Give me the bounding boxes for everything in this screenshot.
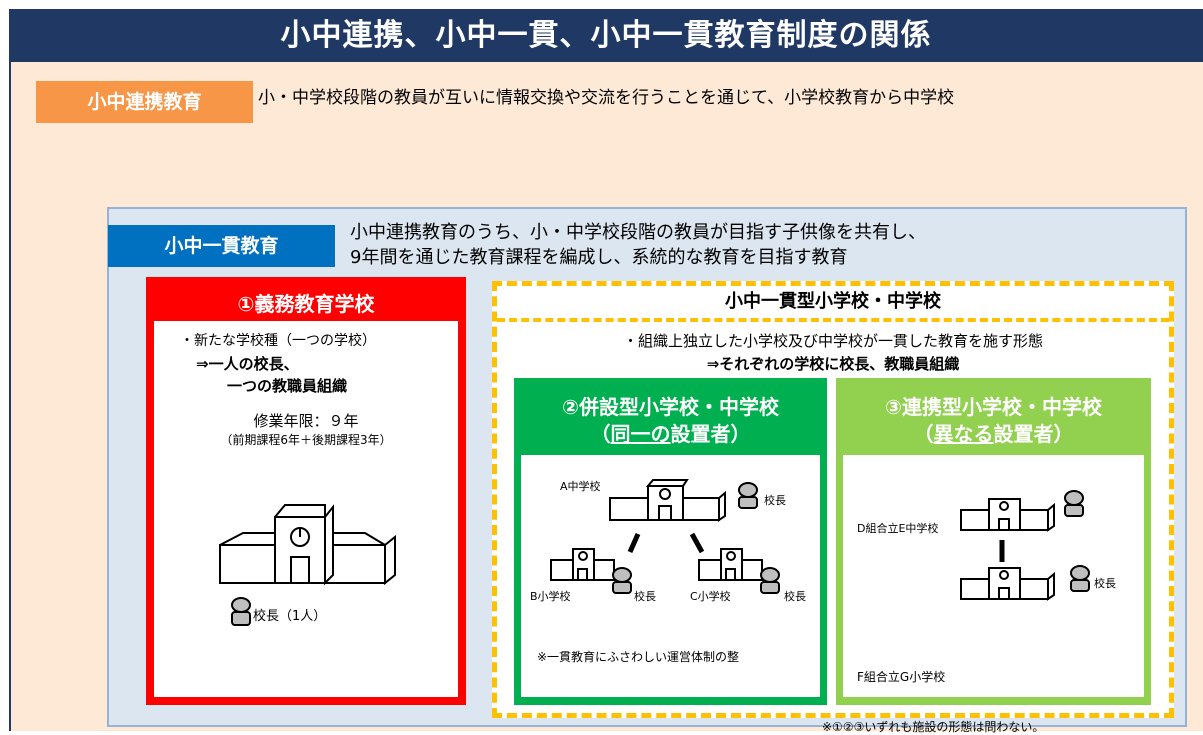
school-g-building-icon [960, 567, 1055, 601]
ikkan-gata-divider [497, 318, 1169, 322]
principal-label: 校長 [764, 494, 786, 507]
renkei-gata-title-underlined: 異なる [933, 422, 994, 446]
connector-lines [627, 532, 705, 554]
ikkan-description-line2: 9年間を通じた教育課程を編成し、系統的な教育を目指す教育 [350, 247, 848, 268]
gimu-principal-label: 校長（1人） [253, 609, 327, 624]
principal-label: 校長 [1094, 577, 1116, 590]
school-building-icon [219, 504, 396, 586]
principal-icon [1064, 490, 1084, 517]
principal-icon [612, 567, 632, 594]
school-f-label: F組合立G小学校 [857, 670, 946, 684]
footnote: ※①②③いずれも施設の形態は問わない。 [822, 720, 1045, 734]
heisetsu-title-line1: ②併設型小学校・中学校 [562, 395, 779, 419]
gimu-line5: （前期課程6年＋後期課程3年） [220, 433, 392, 447]
gimu-box [146, 277, 466, 705]
gimu-line3: 一つの教職員組織 [227, 377, 348, 395]
renkei-gata-title: ③連携型小学校・中学校 （異なる設置者） [836, 394, 1151, 448]
school-e-building-icon [960, 498, 1055, 532]
renkei-gata-title-line1: ③連携型小学校・中学校 [885, 395, 1102, 419]
renkei-description: 小・中学校段階の教員が互いに情報交換や交流を行うことを通じて、小学校教育から中学… [258, 88, 955, 108]
school-a-building-icon [609, 479, 726, 522]
gimu-line2: ⇒一人の校長、 [196, 355, 299, 373]
renkei-label: 小中連携教育 [36, 81, 253, 123]
ikkan-description: 小中連携教育のうち、小・中学校段階の教員が目指す子供像を共有し、 9年間を通じた… [350, 220, 926, 270]
renkei-gata-title-suffix: 設置者） [993, 422, 1074, 446]
heisetsu-title-underlined: 同一の [610, 422, 671, 446]
heisetsu-title-prefix: （ [590, 422, 611, 446]
principal-icon [231, 597, 251, 626]
gimu-title: ①義務教育学校 [154, 285, 458, 321]
principal-label: 校長 [784, 590, 806, 603]
ikkan-gata-line2: ⇒それぞれの学校に校長、教職員組織 [706, 355, 960, 373]
page-title: 小中連携、小中一貫、小中一貫教育制度の関係 [9, 9, 1203, 62]
gimu-line1: ・新たな学校種（一つの学校） [180, 333, 376, 349]
principal-icon [760, 567, 780, 594]
school-a-label: A中学校 [560, 480, 601, 493]
school-b-label: B小学校 [530, 590, 571, 603]
school-c-building-icon [698, 548, 763, 581]
ikkan-gata-title: 小中一貫型小学校・中学校 [725, 291, 941, 312]
connector-line [999, 540, 1005, 562]
heisetsu-title: ②併設型小学校・中学校 （同一の設置者） [514, 394, 827, 448]
gimu-line4: 修業年限：９年 [253, 412, 359, 430]
renkei-gata-title-prefix: （ [913, 422, 934, 446]
ikkan-label: 小中一貫教育 [108, 225, 335, 267]
heisetsu-title-line2: （同一の設置者） [514, 421, 827, 448]
school-c-label: C小学校 [690, 590, 731, 603]
heisetsu-note: ※一貫教育にふさわしい運営体制の整 [537, 650, 740, 664]
heisetsu-title-suffix: 設置者） [670, 422, 751, 446]
school-b-building-icon [550, 548, 615, 581]
ikkan-gata-line1: ・組織上独立した小学校及び中学校が一貫した教育を施す形態 [622, 332, 1043, 350]
principal-label: 校長 [634, 590, 656, 603]
principal-icon [1070, 565, 1090, 592]
school-d-label: D組合立E中学校 [857, 522, 939, 535]
renkei-gata-title-line2: （異なる設置者） [836, 421, 1151, 448]
principal-icon [738, 482, 758, 509]
ikkan-description-line1: 小中連携教育のうち、小・中学校段階の教員が目指す子供像を共有し、 [350, 222, 926, 243]
